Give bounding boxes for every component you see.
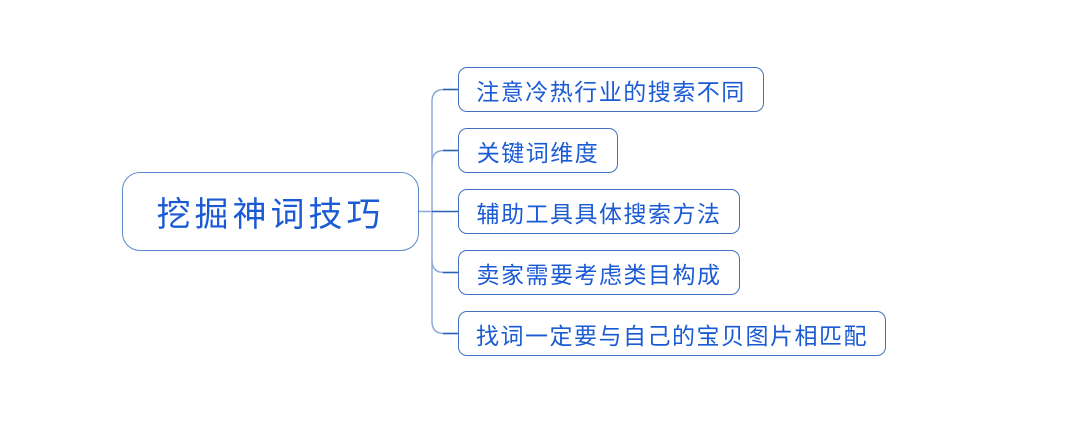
branch-node-4-label: 卖家需要考虑类目构成 <box>476 262 722 289</box>
branch-node-4[interactable]: 卖家需要考虑类目构成 <box>458 250 740 295</box>
branch-node-2-label: 关键词维度 <box>476 140 600 167</box>
branch-node-5-label: 找词一定要与自己的宝贝图片相匹配 <box>476 323 868 350</box>
connector-elbow-branch-4 <box>431 260 445 274</box>
connector-elbow-branch-2 <box>431 149 445 163</box>
branch-node-5[interactable]: 找词一定要与自己的宝贝图片相匹配 <box>458 311 886 356</box>
branch-node-1-label: 注意冷热行业的搜索不同 <box>476 79 746 106</box>
root-node-label: 挖掘神词技巧 <box>156 195 385 235</box>
root-node[interactable]: 挖掘神词技巧 <box>122 172 419 251</box>
branch-node-3-label: 辅助工具具体搜索方法 <box>476 201 722 228</box>
branch-node-3[interactable]: 辅助工具具体搜索方法 <box>458 189 740 234</box>
branch-node-2[interactable]: 关键词维度 <box>458 128 618 173</box>
branch-node-1[interactable]: 注意冷热行业的搜索不同 <box>458 67 764 112</box>
